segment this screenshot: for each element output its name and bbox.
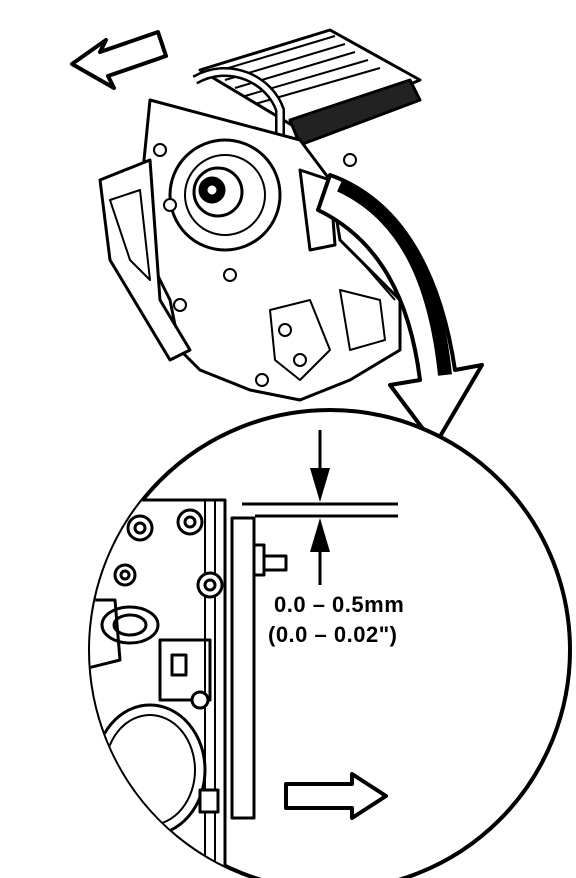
clearance-imperial-label: (0.0 – 0.02") <box>268 622 398 647</box>
clearance-gauge <box>310 430 330 585</box>
direction-arrow-bottom-right-icon <box>284 772 388 820</box>
clearance-metric-label: 0.0 – 0.5mm <box>274 592 405 617</box>
detail-view-circle <box>88 408 572 878</box>
detail-pointer-arrow-icon <box>316 173 484 447</box>
direction-arrow-top-left-icon <box>70 30 168 90</box>
